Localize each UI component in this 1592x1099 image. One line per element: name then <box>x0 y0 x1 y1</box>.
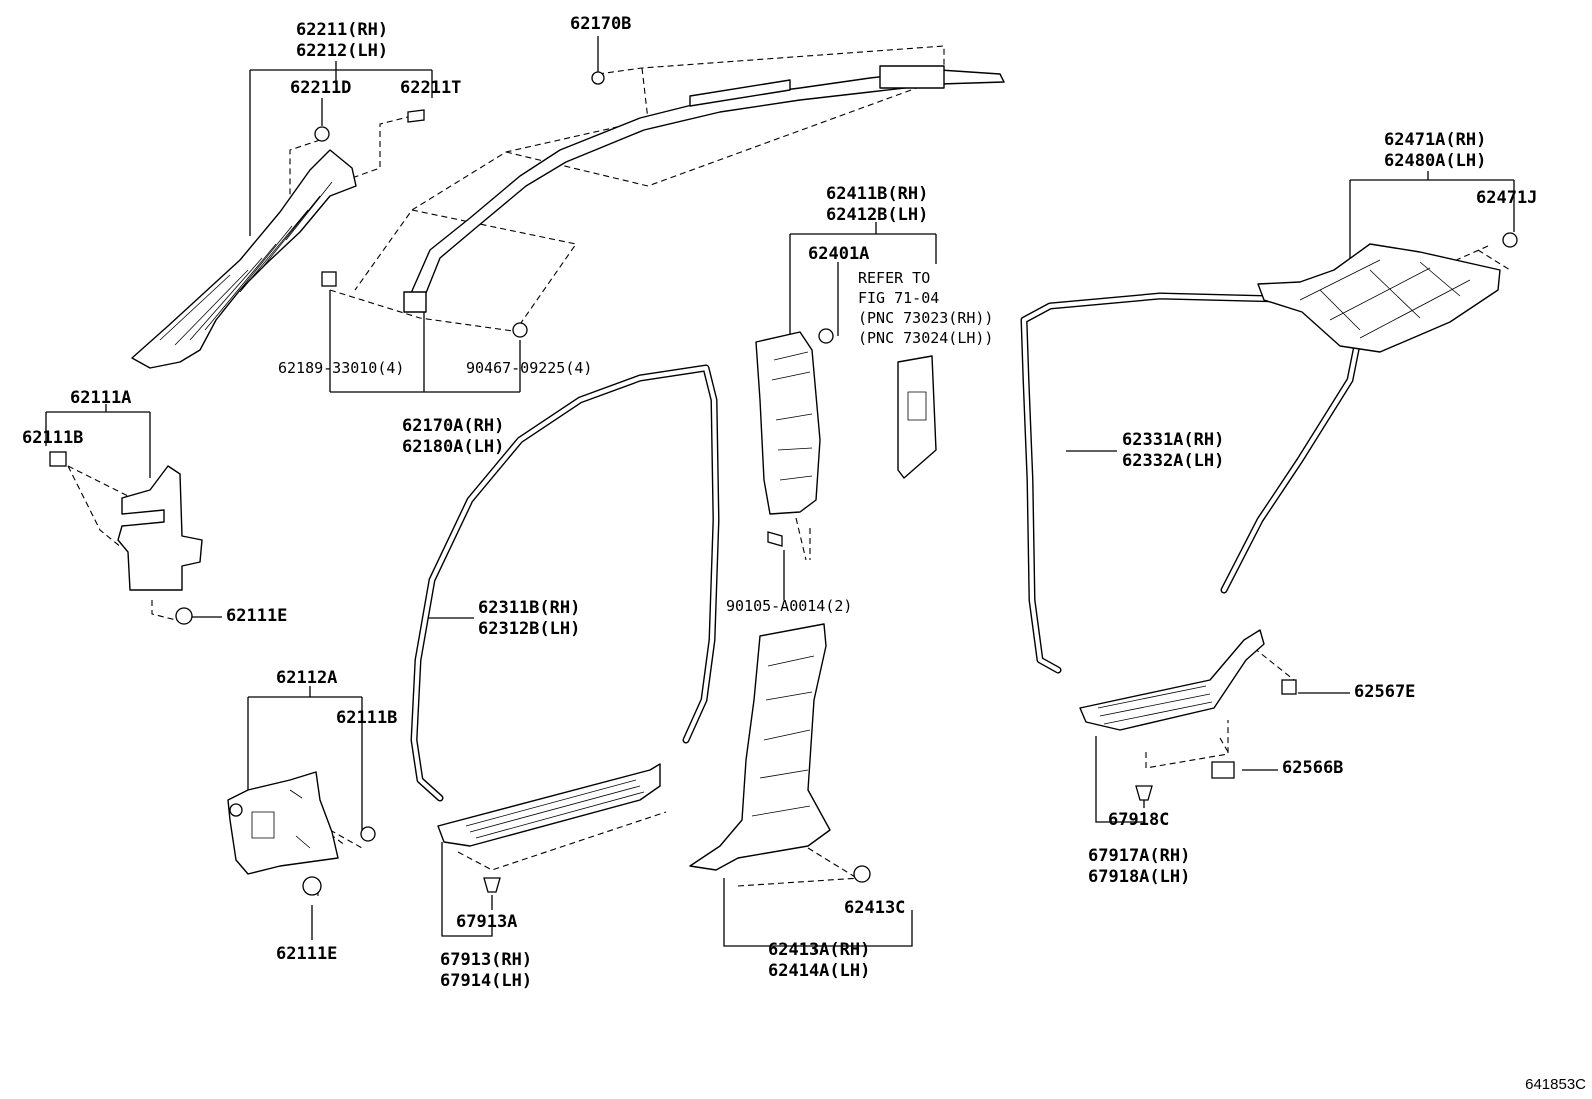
label-62401a: 62401A <box>808 244 870 264</box>
label-90467: 90467-09225(4) <box>466 359 593 377</box>
label-62567e: 62567E <box>1354 682 1416 702</box>
label-62170b: 62170B <box>570 14 632 34</box>
label-62211: 62211(RH) 62212(LH) <box>296 20 389 61</box>
label-67913: 67913(RH) 67914(LH) <box>440 950 533 991</box>
a-pillar-upper-garnish <box>131 109 425 369</box>
label-67918c: 67918C <box>1108 810 1170 830</box>
curtain-airbag-rail <box>321 65 1005 338</box>
label-62566b: 62566B <box>1282 758 1344 778</box>
label-90105: 90105-A0014(2) <box>726 597 853 615</box>
front-scuff-plate <box>437 763 661 893</box>
label-62413c: 62413C <box>844 898 906 918</box>
label-62331a: 62331A(RH) 62332A(LH) <box>1122 430 1225 471</box>
rear-scuff-plate <box>1079 629 1297 801</box>
cowl-side-trim <box>49 451 203 625</box>
label-62471j: 62471J <box>1476 188 1538 208</box>
front-door-weatherstrip <box>410 364 720 802</box>
figure-code: 641853C <box>1525 1076 1586 1093</box>
label-62311b: 62311B(RH) 62312B(LH) <box>478 598 581 639</box>
refer-note: REFER TO FIG 71-04 (PNC 73023(RH)) (PNC … <box>858 269 994 347</box>
label-67913a: 67913A <box>456 912 518 932</box>
label-62111a: 62111A <box>70 388 132 408</box>
kick-panel <box>227 771 376 896</box>
center-pillar-upper-garnish <box>755 328 937 547</box>
label-62413a: 62413A(RH) 62414A(LH) <box>768 940 871 981</box>
label-62112a: 62112A <box>276 668 338 688</box>
label-62111b-upper: 62111B <box>22 428 84 448</box>
label-62111e-lower: 62111E <box>276 944 338 964</box>
quarter-upper-garnish <box>1257 232 1518 353</box>
label-62111e-upper: 62111E <box>226 606 288 626</box>
center-pillar-lower-garnish <box>689 623 871 883</box>
label-62211t: 62211T <box>400 78 462 98</box>
label-62189: 62189-33010(4) <box>278 359 405 377</box>
label-62170a: 62170A(RH) 62180A(LH) <box>402 416 505 457</box>
label-62471a: 62471A(RH) 62480A(LH) <box>1384 130 1487 171</box>
assembly-dashes <box>67 45 1511 896</box>
label-62111b-lower: 62111B <box>336 708 398 728</box>
rear-door-weatherstrip <box>1020 292 1364 674</box>
label-67917a: 67917A(RH) 67918A(LH) <box>1088 846 1191 887</box>
leader-lines <box>45 36 1515 952</box>
label-62411b: 62411B(RH) 62412B(LH) <box>826 184 929 225</box>
label-62211d: 62211D <box>290 78 352 98</box>
